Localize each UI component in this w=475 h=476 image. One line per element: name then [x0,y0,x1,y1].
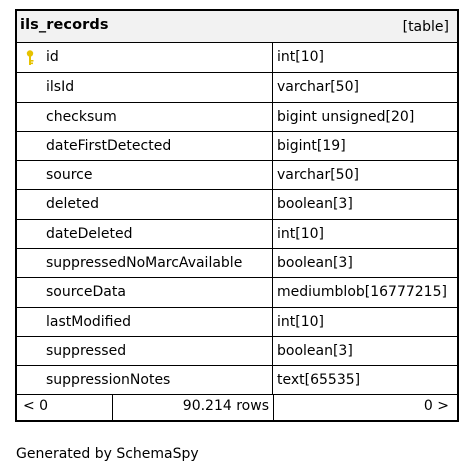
column-name-cell: deleted [17,190,273,219]
column-type-cell: boolean[3] [274,249,457,277]
column-name: deleted [46,196,99,213]
table-row: suppressedNoMarcAvailable boolean[3] [17,248,457,278]
column-type: int[10] [277,225,324,242]
column-name-cell: dateFirstDetected [17,131,273,161]
column-name: dateDeleted [46,225,133,242]
column-name-cell: sourceData [17,278,273,307]
column-name-cell: suppressed [17,336,273,366]
column-name: sourceData [46,284,126,301]
column-type: bigint unsigned[20] [277,108,415,125]
column-type: varchar[50] [277,167,359,184]
column-type-cell: varchar[50] [274,161,457,189]
column-type: int[10] [277,49,324,65]
column-name-cell: checksum [17,102,273,131]
column-type: boolean[3] [277,255,353,272]
table-row: suppressionNotes text[65535] [17,365,457,395]
column-name: suppressed [46,342,127,359]
column-name: id [46,49,59,65]
column-name: dateFirstDetected [46,137,172,154]
column-type: int[10] [277,313,324,330]
column-name: suppressedNoMarcAvailable [46,255,243,272]
column-name-cell: suppressedNoMarcAvailable [17,249,273,278]
column-type: text[65535] [277,372,361,389]
table-row: checksum bigint unsigned[20] [17,101,457,131]
table-row: sourceData mediumblob[16777215] [17,277,457,307]
column-type: mediumblob[16777215] [277,284,447,301]
column-name-cell: id [17,43,273,73]
children-count: 0 > [423,398,449,414]
column-name: lastModified [46,313,131,330]
table-row: id int[10] [17,43,457,73]
column-list: id int[10] ilsId varchar[50] checksum bigint … [17,43,457,395]
column-name: checksum [46,108,117,125]
column-type-cell: int[10] [274,308,457,336]
row-count-cell: 90.214 rows [113,395,274,420]
table-row: ilsId varchar[50] [17,72,457,102]
column-type: boolean[3] [277,342,353,359]
column-name: source [46,167,93,184]
column-name: ilsId [46,79,75,96]
column-name-cell: source [17,161,273,190]
column-type-cell: int[10] [274,43,457,72]
column-type-cell: boolean[3] [274,190,457,218]
column-type-cell: text[65535] [274,366,457,394]
primary-key-icon [26,50,34,65]
table-type-label: [table] [402,19,449,35]
column-type-cell: varchar[50] [274,73,457,101]
column-name-cell: suppressionNotes [17,366,273,395]
children-count-cell: 0 > [274,395,457,420]
table-name: ils_records [20,17,109,33]
table-row: dateDeleted int[10] [17,218,457,249]
table-row: source varchar[50] [17,160,457,190]
column-type: boolean[3] [277,196,353,213]
column-type: varchar[50] [277,79,359,96]
column-name-cell: ilsId [17,73,273,102]
generated-by-text: Generated by SchemaSpy [16,446,199,462]
column-name-cell: dateDeleted [17,219,273,249]
column-type: bigint[19] [277,137,346,154]
column-name-cell: lastModified [17,307,273,336]
column-type-cell: boolean[3] [274,337,457,365]
table-entity: ils_records [table] id int[10] ilsId varcha… [15,9,459,422]
parents-count: < 0 [23,398,49,414]
column-type-cell: int[10] [274,220,457,248]
column-type-cell: bigint unsigned[20] [274,103,457,131]
column-type-cell: bigint[19] [274,132,457,160]
table-footer: < 0 90.214 rows 0 > [17,394,457,420]
table-row: deleted boolean[3] [17,189,457,219]
table-row: dateFirstDetected bigint[19] [17,130,457,161]
table-row: lastModified int[10] [17,306,457,336]
row-count: 90.214 rows [182,398,269,414]
column-name: suppressionNotes [46,372,171,389]
table-header: ils_records [table] [17,11,457,43]
parents-count-cell: < 0 [17,395,113,420]
table-row: suppressed boolean[3] [17,335,457,366]
column-type-cell: mediumblob[16777215] [274,278,457,306]
